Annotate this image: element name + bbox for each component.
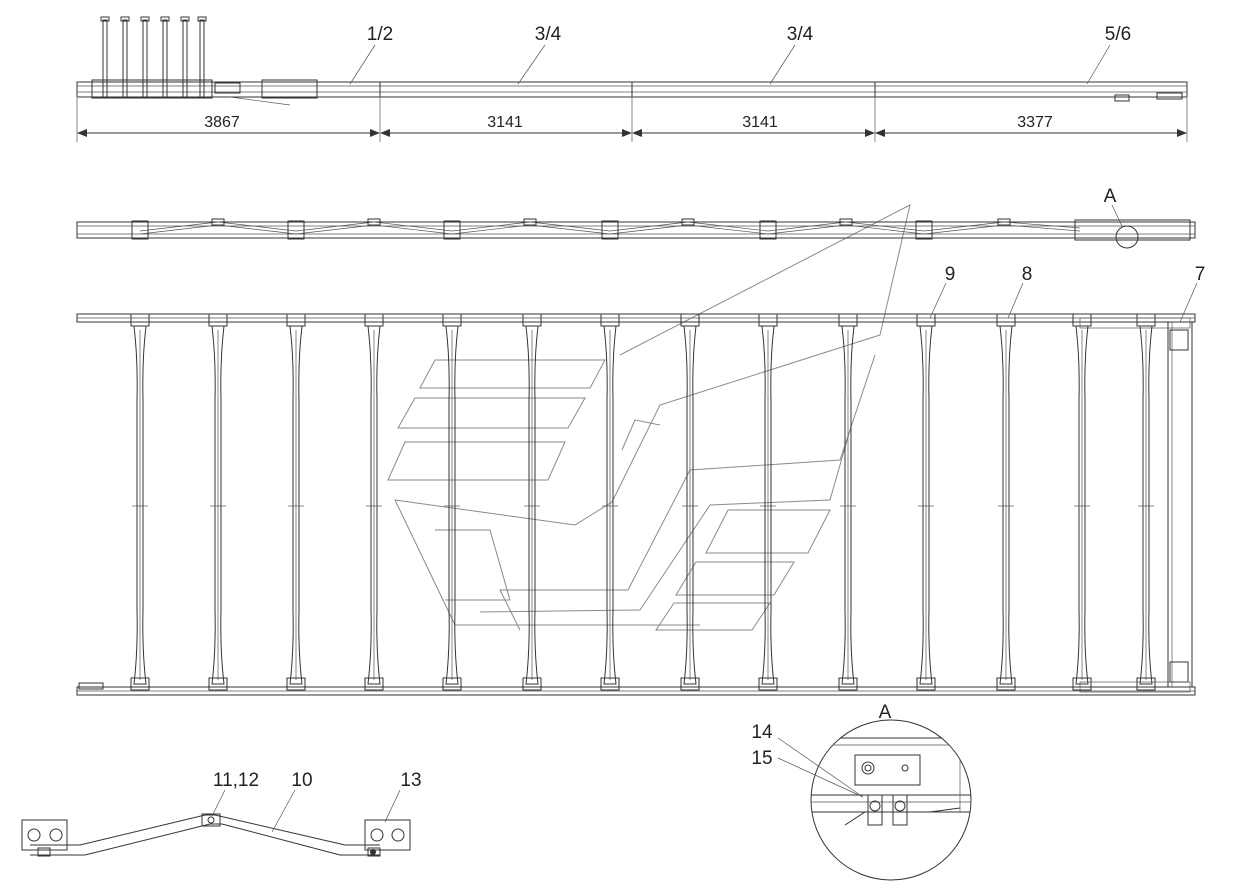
rail-clamp [208, 677, 228, 691]
crossmember-label: 11,12 [213, 770, 259, 791]
right-bracket [364, 819, 411, 857]
rail-clamp [600, 313, 620, 327]
rail-clamp [442, 313, 462, 327]
detail-marker-label: A [1104, 186, 1117, 207]
side-label: 3/4 [535, 24, 562, 45]
brace-clamp [601, 220, 619, 240]
side-label: 5/6 [1105, 24, 1131, 45]
rail-clamp [130, 313, 150, 327]
crossmember [286, 313, 306, 691]
crossmember [600, 313, 620, 691]
brace-joint [681, 218, 695, 226]
side-posts [91, 16, 1183, 106]
rail-clamp [600, 677, 620, 691]
crossmember-label: 13 [400, 770, 421, 791]
rail-clamp [364, 313, 384, 327]
side-label: 1/2 [367, 24, 393, 45]
crossmember [838, 313, 858, 691]
detail-a-title: A [879, 702, 892, 723]
rail-clamp [758, 677, 778, 691]
rail-clamp [996, 313, 1016, 327]
detail-a-circle [1115, 225, 1139, 249]
detail-a: A 14 15 [751, 702, 972, 881]
crossmember [208, 313, 228, 691]
brace-clamp [759, 220, 777, 240]
dimension-value: 3141 [742, 114, 778, 131]
rear-frame [1167, 321, 1193, 688]
rail-clamp [838, 677, 858, 691]
crossmember [1136, 313, 1156, 691]
plan-label: 8 [1022, 264, 1033, 285]
rail-clamp [442, 677, 462, 691]
brace-joint [367, 218, 381, 226]
rail-clamp [1072, 313, 1092, 327]
crossmember [758, 313, 778, 691]
side-view: 1/2 3/4 3/4 5/6 3867 3141 3141 3377 [76, 16, 1188, 142]
rail-clamp [208, 313, 228, 327]
rail-clamp [680, 313, 700, 327]
rail-clamp [522, 677, 542, 691]
plan-label: 9 [945, 264, 956, 285]
detail-label: 14 [751, 722, 773, 743]
rail-clamp [364, 677, 384, 691]
watermark-logo [387, 204, 911, 631]
detail-a-outline [810, 719, 972, 881]
rail-clamp [680, 677, 700, 691]
rail-clamp [286, 677, 306, 691]
crossmember [442, 313, 462, 691]
rail-clamp [916, 313, 936, 327]
brace-joint [211, 218, 225, 226]
rail-clamp [916, 677, 936, 691]
top-view: A [76, 186, 1196, 249]
rail-clamp [286, 313, 306, 327]
brace-clamp [915, 220, 933, 240]
rail-clamp [1072, 677, 1092, 691]
left-bracket [21, 819, 68, 857]
rail-clamp [522, 313, 542, 327]
crossmember [1072, 313, 1092, 691]
crossmember [522, 313, 542, 691]
plan-label: 7 [1195, 264, 1206, 285]
crossmember [364, 313, 384, 691]
brace-joint [839, 218, 853, 226]
dimension-value: 3867 [204, 114, 240, 131]
brace-joint [997, 218, 1011, 226]
rail-clamp [996, 677, 1016, 691]
crossmember [680, 313, 700, 691]
crossmember-label: 10 [291, 770, 312, 791]
crossmember [130, 313, 150, 691]
brace-clamp [131, 220, 149, 240]
crossmember-view: 11,12 10 13 [21, 770, 422, 857]
brace-joint [523, 218, 537, 226]
crossmember [996, 313, 1016, 691]
rail-clamp [130, 677, 150, 691]
rail-clamp [1136, 677, 1156, 691]
rail-clamp [1136, 313, 1156, 327]
side-label: 3/4 [787, 24, 814, 45]
brace-clamp [287, 220, 305, 240]
brace-clamp [443, 220, 461, 240]
dimension-line [76, 98, 1188, 142]
detail-label: 15 [751, 748, 772, 769]
rail-clamp [838, 313, 858, 327]
crossmember [916, 313, 936, 691]
rail-clamp [758, 313, 778, 327]
dimension-value: 3141 [487, 114, 523, 131]
dimension-value: 3377 [1017, 114, 1053, 131]
middle-clamp [201, 813, 221, 827]
plan-view: 9 8 7 [76, 264, 1206, 696]
